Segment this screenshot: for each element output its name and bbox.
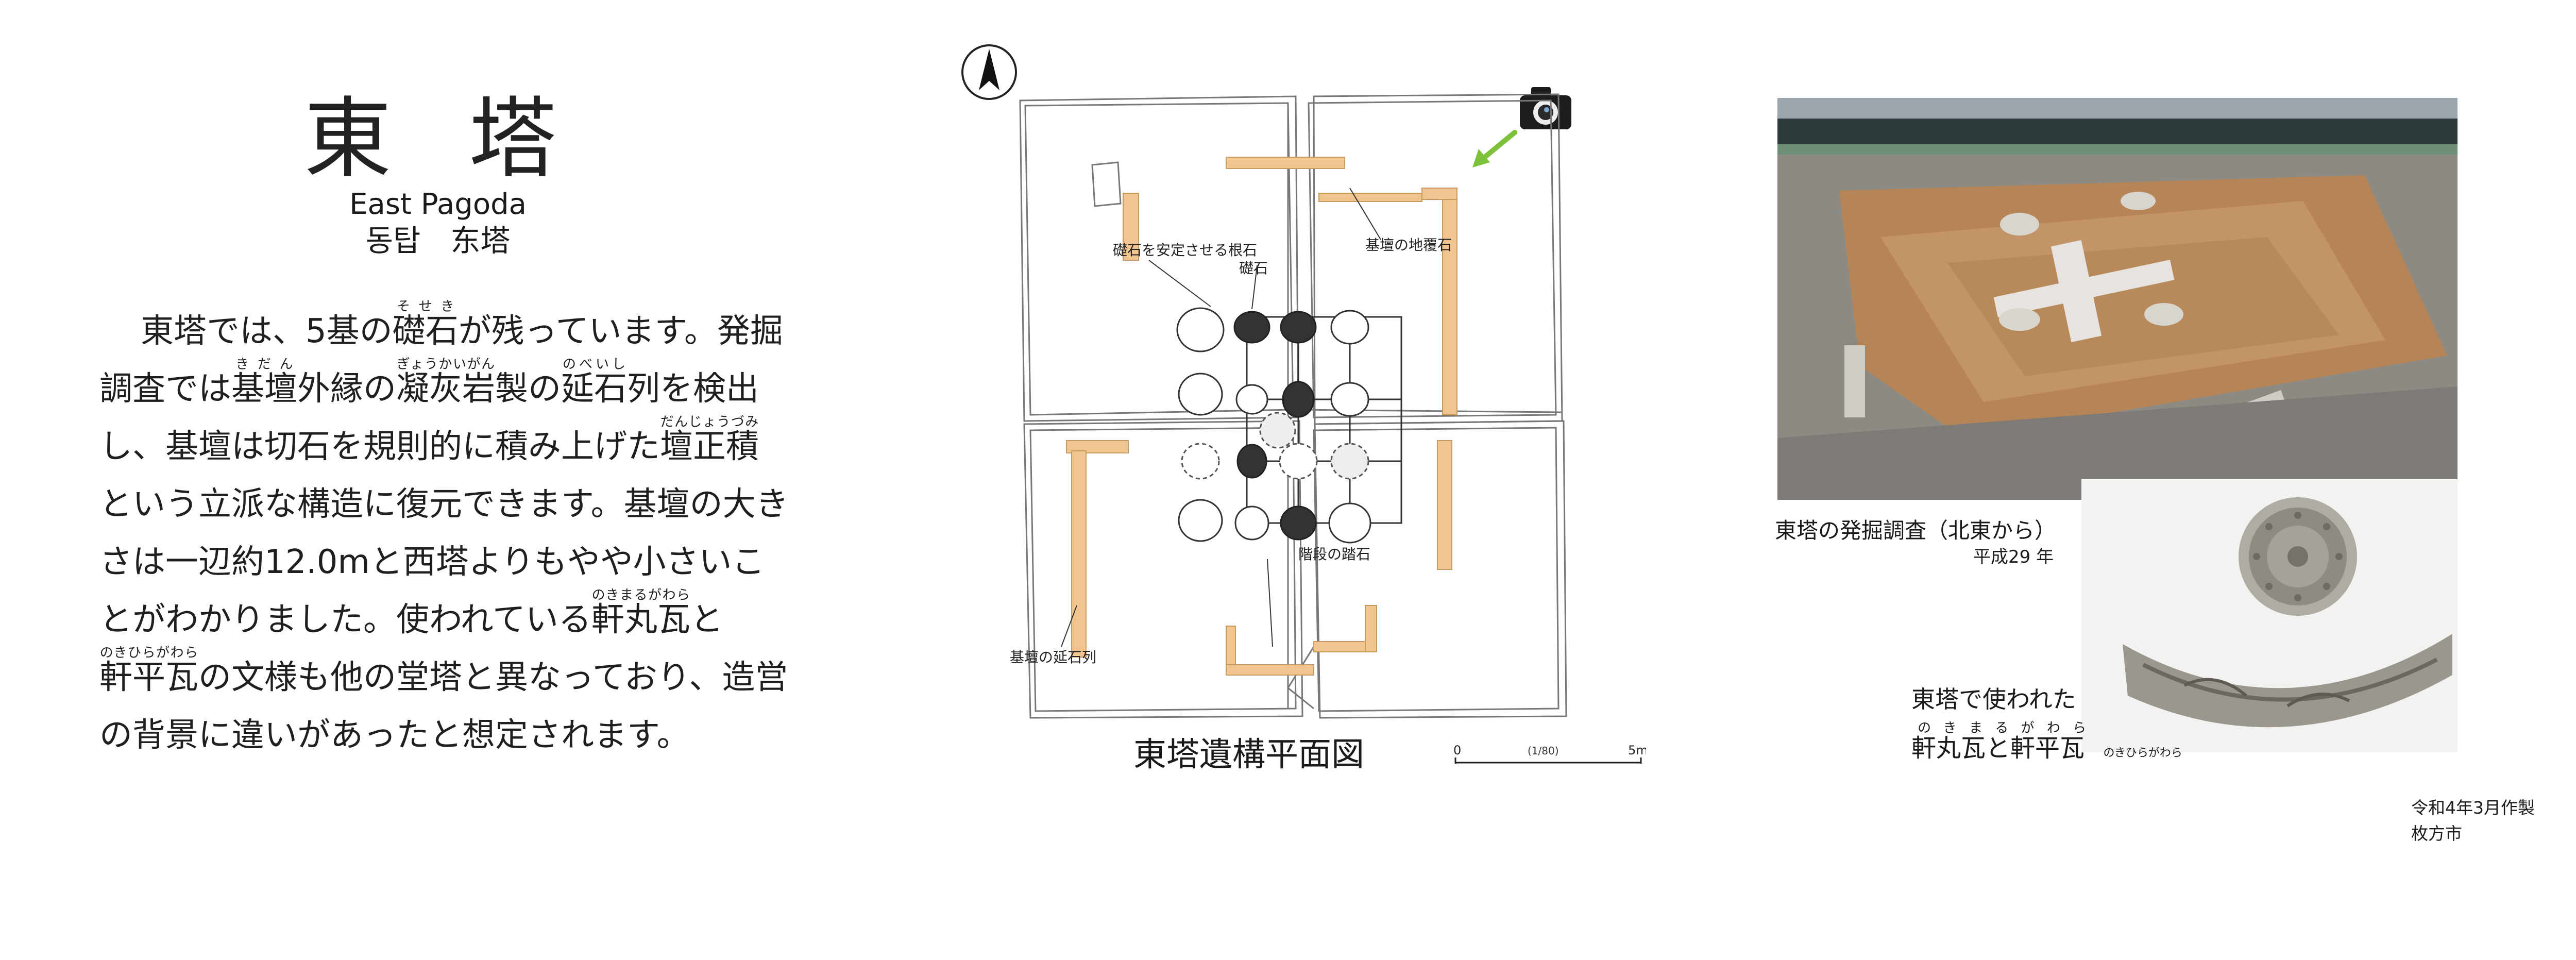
ruby-reading: そせき <box>392 299 459 314</box>
ruby-term: 軒丸瓦のきまるがわら <box>591 587 690 639</box>
ruby-base: 壇正積 <box>660 428 759 466</box>
tiles-caption-text: 軒丸瓦と軒平瓦 <box>1911 734 2085 763</box>
site-plan-diagram: 礎石を安定させる根石 礎石 基壇の地覆石 階段の踏石 基壇の延石列 <box>961 44 1571 719</box>
excavation-photo-caption: 東塔の発掘調査（北東から） <box>1775 518 2057 543</box>
tiles-caption-ruby-1: 軒丸瓦と軒平瓦 のきまるがわら <box>1911 720 2100 763</box>
description-text: 東塔では、5基の礎石そせきが残っています。発掘調査では基壇きだん外縁の凝灰岩ぎょ… <box>99 299 790 764</box>
scale-end: 5m <box>1628 743 1646 757</box>
description-segment: 東塔では、5基の <box>141 312 393 350</box>
view-direction-arrow-icon <box>1472 130 1517 167</box>
description-segment: の文様も他の堂塔と異なっており、造営の背景に違いがあったと想定されます。 <box>99 659 788 754</box>
ruby-term: 軒平瓦のきひらがわら <box>99 645 198 697</box>
page-title: 東塔 <box>304 88 634 190</box>
tiles-caption-line1: 東塔で使われた <box>1911 685 2076 713</box>
ruby-term: 延石のべいし <box>561 357 627 408</box>
ruby-term: 礎石そせき <box>392 299 459 350</box>
ruby-base: 軒平瓦 <box>99 659 198 697</box>
label-soseki: 礎石 <box>1239 260 1268 277</box>
ruby-reading: きだん <box>231 357 297 372</box>
title-english: East Pagoda <box>349 188 527 221</box>
ruby-base: 基壇 <box>231 370 297 408</box>
label-leaders <box>1061 188 1381 647</box>
label-steps: 階段の踏石 <box>1298 546 1370 563</box>
excavation-photo-year: 平成29 年 <box>1973 547 2054 567</box>
description-segment: が残っています。発掘調査では <box>99 312 784 408</box>
description-segment: 製の <box>495 370 561 408</box>
description-paragraph: 東塔では、5基の礎石そせきが残っています。発掘調査では基壇きだん外縁の凝灰岩ぎょ… <box>99 299 790 764</box>
ruby-base: 礎石 <box>392 312 459 350</box>
footer-city: 枚方市 <box>2411 823 2462 844</box>
camera-icon <box>1520 87 1571 129</box>
ruby-term: 壇正積だんじょうづみ <box>660 414 759 466</box>
plan-caption: 東塔遺構平面図 <box>1133 736 1364 774</box>
ruby-reading: だんじょうづみ <box>660 414 759 430</box>
scale-bar: 0 (1/80) 5m <box>1453 743 1646 764</box>
title-korean-chinese: 동탑 东塔 <box>365 223 511 258</box>
stone-grid <box>1246 316 1402 524</box>
foundation-stone-markers <box>1176 307 1371 544</box>
ruby-reading: ぎょうかいがん <box>396 357 495 372</box>
ruby-base: 軒丸瓦 <box>591 601 690 639</box>
description-segment: という立派な構造に復元できます。基壇の大きさは一辺約12.0mと西塔よりもやや小… <box>99 485 789 639</box>
label-nestone: 礎石を安定させる根石 <box>1113 242 1257 259</box>
north-arrow-icon <box>961 44 1017 100</box>
ruby-reading: のきまるがわら <box>591 587 690 603</box>
ruby-term: 凝灰岩ぎょうかいがん <box>396 357 495 408</box>
ruby-term: 基壇きだん <box>231 357 297 408</box>
ruby-base: 延石 <box>561 370 627 408</box>
description-segment: と <box>690 601 723 639</box>
label-nobeishi: 基壇の延石列 <box>1010 649 1096 666</box>
description-segment: 外縁の <box>297 370 396 408</box>
tiles-caption-line2: 軒丸瓦と軒平瓦 のきまるがわら のきひらがわら <box>1911 720 2182 770</box>
ruby-reading: のべいし <box>561 357 627 372</box>
tiles-caption-reading-2: のきひらがわら <box>2103 747 2182 760</box>
label-jifuku: 基壇の地覆石 <box>1365 237 1452 254</box>
ruby-base: 凝灰岩 <box>396 370 495 408</box>
excavation-photo <box>1777 98 2458 500</box>
roof-tiles-photo <box>2081 479 2458 752</box>
footer-date: 令和4年3月作製 <box>2411 798 2535 818</box>
foundation-stones <box>1066 157 1458 676</box>
tiles-caption-reading-1: のきまるがわら <box>1911 720 2093 736</box>
ruby-reading: のきひらがわら <box>99 645 198 661</box>
scale-start: 0 <box>1453 743 1461 757</box>
description-segment: 列を検出し、基壇は切石を規則的に積み上げた <box>99 370 759 466</box>
scale-ratio: (1/80) <box>1528 745 1559 757</box>
